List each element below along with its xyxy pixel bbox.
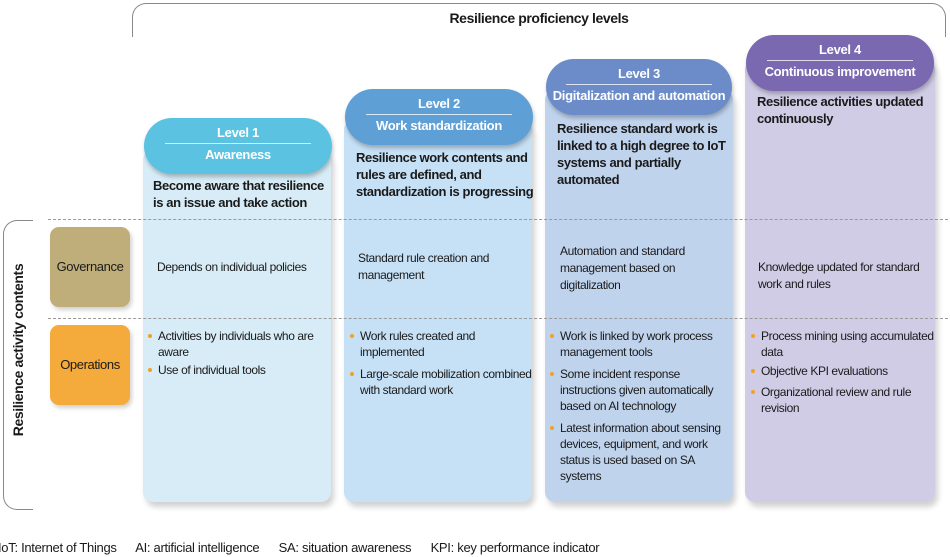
levels-bracket: [132, 3, 946, 37]
operations-item: Objective KPI evaluations: [751, 363, 936, 379]
contents-bracket: [3, 220, 33, 510]
contents-title: Resilience activity contents: [10, 263, 26, 437]
level-3-number: Level 3: [566, 66, 712, 85]
row-divider-top: [48, 219, 948, 220]
level-1-description: Become aware that resilience is an issue…: [153, 178, 324, 210]
abbreviation-sa: SA: situation awareness: [278, 540, 412, 555]
level-1-governance: Depends on individual policies: [157, 260, 307, 274]
level-1-number: Level 1: [164, 125, 312, 144]
abbreviation-iot: IoT: Internet of Things: [0, 540, 117, 555]
level-4-operations: Process mining using accumulated data Ob…: [751, 328, 936, 419]
level-2-operations: Work rules created and implemented Large…: [350, 328, 535, 404]
level-1-header: Level 1 Awareness: [144, 118, 332, 174]
level-2-number: Level 2: [365, 96, 513, 115]
bullet-icon: [751, 369, 755, 373]
level-3-header: Level 3 Digitalization and automation: [546, 59, 732, 115]
level-2-description: Resilience work contents and rules are d…: [356, 150, 534, 199]
abbreviation-kpi: KPI: key performance indicator: [430, 540, 600, 555]
level-2-column: [344, 120, 532, 502]
operations-row-label: Operations: [50, 325, 130, 405]
level-1-name: Awareness: [205, 147, 271, 162]
levels-title: Resilience proficiency levels: [449, 10, 629, 26]
operations-item: Use of individual tools: [148, 362, 333, 378]
level-4-governance: Knowledge updated for standard work and …: [758, 260, 920, 291]
level-1-column: [143, 150, 331, 502]
operations-item: Large-scale mobilization combined with s…: [350, 366, 535, 398]
operations-label-text: Operations: [60, 357, 120, 372]
bullet-icon: [550, 334, 554, 338]
level-2-name: Work standardization: [376, 118, 502, 133]
bullet-icon: [550, 426, 554, 430]
level-3-column: [545, 90, 733, 502]
level-4-name: Continuous improvement: [764, 64, 916, 79]
bullet-icon: [350, 372, 354, 376]
governance-label-text: Governance: [56, 259, 124, 274]
operations-item: Some incident response instructions give…: [550, 366, 735, 414]
level-4-column: [745, 60, 935, 502]
governance-row-label: Governance: [50, 227, 130, 307]
level-4-description: Resilience activities updated continuous…: [757, 94, 924, 126]
level-2-governance: Standard rule creation and management: [358, 251, 490, 282]
operations-item: Activities by individuals who are aware: [148, 328, 333, 360]
level-4-number: Level 4: [766, 42, 914, 61]
abbreviation-ai: AI: artificial intelligence: [135, 540, 260, 555]
level-3-description: Resilience standard work is linked to a …: [557, 121, 726, 187]
bullet-icon: [148, 334, 152, 338]
level-3-governance: Automation and standard management based…: [560, 244, 685, 292]
level-2-header: Level 2 Work standardization: [345, 89, 533, 145]
operations-item: Work rules created and implemented: [350, 328, 535, 360]
level-3-name: Digitalization and automation: [552, 88, 726, 103]
level-1-operations: Activities by individuals who are aware …: [148, 328, 333, 380]
abbreviations-footnote: IoT: Internet of Things AI: artificial i…: [0, 540, 615, 555]
bullet-icon: [148, 368, 152, 372]
level-3-operations: Work is linked by work process managemen…: [550, 328, 735, 490]
operations-item: Work is linked by work process managemen…: [550, 328, 735, 360]
operations-item: Process mining using accumulated data: [751, 328, 936, 360]
operations-item: Latest information about sensing devices…: [550, 420, 735, 484]
operations-item: Organizational review and rule revision: [751, 384, 936, 416]
row-divider-middle: [48, 318, 948, 319]
bullet-icon: [751, 390, 755, 394]
bullet-icon: [350, 334, 354, 338]
bullet-icon: [550, 372, 554, 376]
level-4-header: Level 4 Continuous improvement: [746, 35, 934, 91]
bullet-icon: [751, 334, 755, 338]
